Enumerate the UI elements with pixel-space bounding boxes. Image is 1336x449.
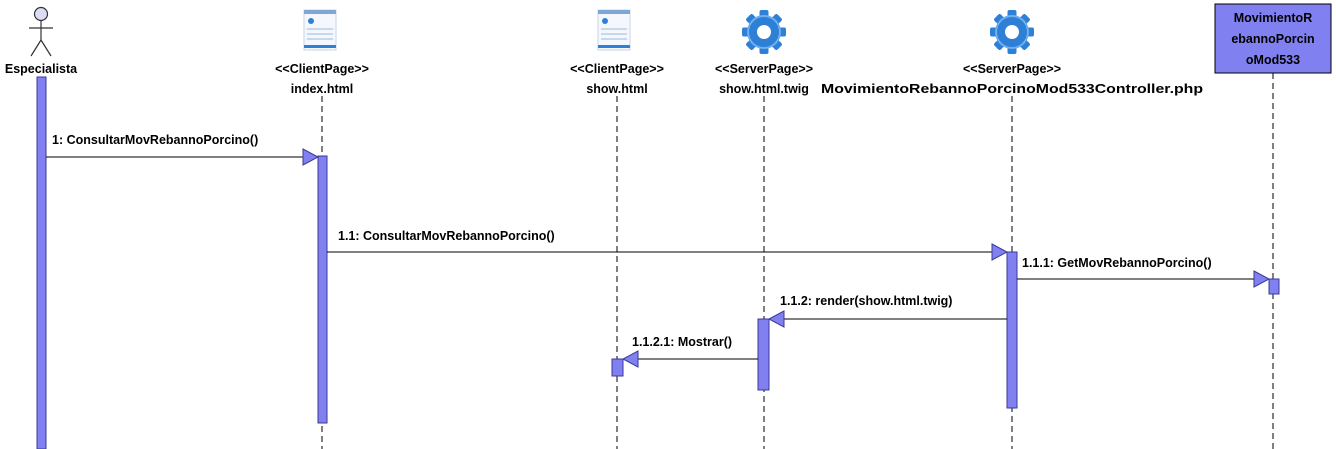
activation-controller <box>1006 251 1018 409</box>
participant-index-name: index.html <box>291 82 354 96</box>
message-1-1-1: 1.1.1: GetMovRebannoPorcino() <box>1017 256 1271 288</box>
activation-twig <box>757 318 770 391</box>
entity-name-line-2: ebannoPorcin <box>1231 32 1314 46</box>
message-1-1-2-label: 1.1.2: render(show.html.twig) <box>780 294 952 308</box>
activation-index <box>317 155 328 424</box>
activation-entity <box>1268 278 1280 295</box>
server-page-gear-icon <box>990 10 1034 54</box>
participant-index-stereotype: <<ClientPage>> <box>275 62 369 76</box>
participant-entity-box: MovimientoR ebannoPorcin oMod533 <box>1214 3 1332 74</box>
message-1-1-2-1: 1.1.2.1: Mostrar() <box>621 335 758 368</box>
client-page-icon <box>303 9 337 51</box>
participant-show-stereotype: <<ClientPage>> <box>570 62 664 76</box>
message-1-1-label: 1.1: ConsultarMovRebannoPorcino() <box>338 229 555 243</box>
activation-show <box>611 358 624 377</box>
entity-name-line-3: oMod533 <box>1246 53 1300 67</box>
actor-stick-figure-icon <box>29 6 53 57</box>
activation-actor <box>36 76 47 449</box>
message-1: 1: ConsultarMovRebannoPorcino() <box>46 133 320 166</box>
server-page-gear-icon <box>742 10 786 54</box>
message-1-1-2-1-label: 1.1.2.1: Mostrar() <box>632 335 732 349</box>
message-1-1-1-label: 1.1.1: GetMovRebannoPorcino() <box>1022 256 1212 270</box>
client-page-icon <box>597 9 631 51</box>
participant-show-name: show.html <box>586 82 647 96</box>
actor-name: Especialista <box>5 62 78 76</box>
entity-name-line-1: MovimientoR <box>1234 11 1312 25</box>
message-1-1-2: 1.1.2: render(show.html.twig) <box>767 294 1007 328</box>
message-1-label: 1: ConsultarMovRebannoPorcino() <box>52 133 258 147</box>
participant-controller-stereotype: <<ServerPage>> <box>963 62 1061 76</box>
participant-twig-stereotype: <<ServerPage>> <box>715 62 813 76</box>
participant-controller-name: MovimientoRebannoPorcinoMod533Controller… <box>821 82 1203 96</box>
participant-twig-name: show.html.twig <box>719 82 809 96</box>
message-1-1: 1.1: ConsultarMovRebannoPorcino() <box>327 229 1009 261</box>
